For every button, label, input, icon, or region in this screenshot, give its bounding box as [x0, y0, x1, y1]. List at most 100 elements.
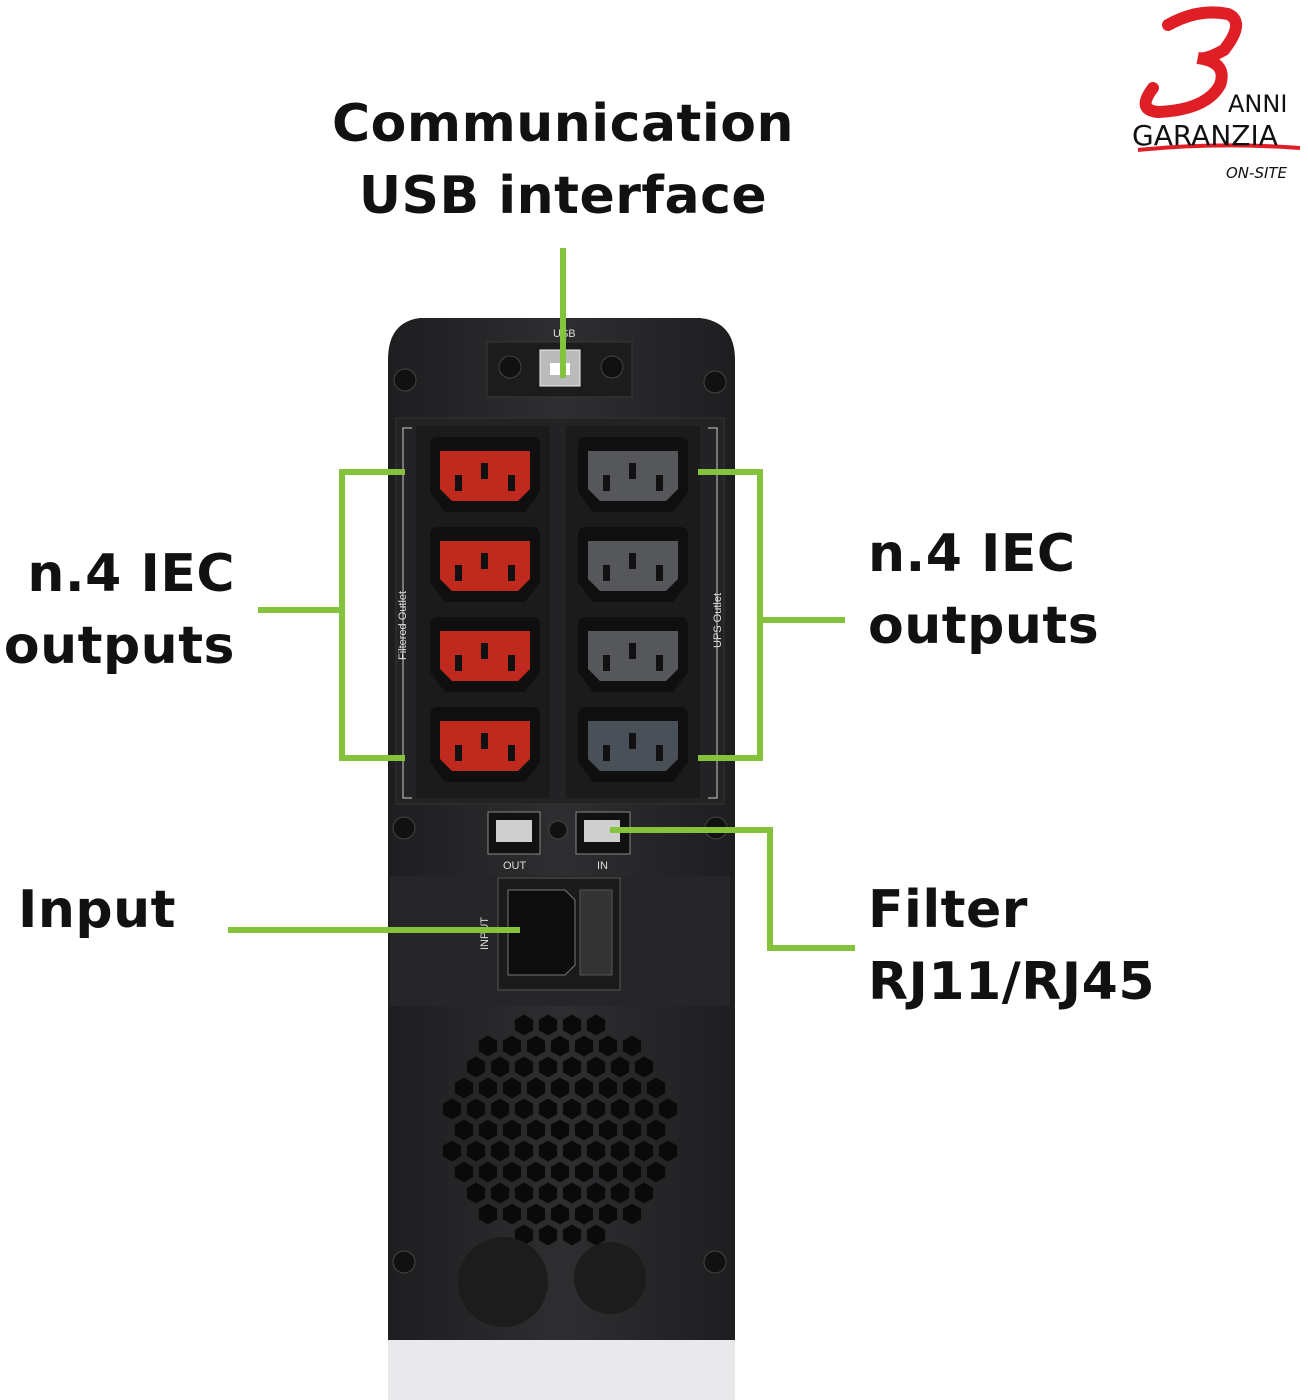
- fan-vent-hole: [526, 1119, 546, 1141]
- logo-garanzia: GARANZIA: [1132, 119, 1278, 152]
- screw-icon: [498, 355, 522, 379]
- fan-vent-hole: [526, 1161, 546, 1183]
- rj-in-label: IN: [597, 860, 608, 872]
- ups-outputs-callout-line2: outputs: [868, 596, 1100, 656]
- fan-vent-hole: [514, 1056, 534, 1078]
- fan-vent-hole: [586, 1182, 606, 1204]
- fan-vent-hole: [550, 1203, 570, 1225]
- ups-iec-outlet[interactable]: [578, 527, 688, 602]
- input-socket[interactable]: [507, 889, 576, 976]
- warranty-logo: ANNI GARANZIA ON-SITE: [1128, 0, 1308, 190]
- fan-vent-hole: [466, 1140, 486, 1162]
- foot: [458, 1237, 548, 1327]
- fan-vent-hole: [622, 1035, 642, 1057]
- filtered-iec-outlet[interactable]: [430, 527, 540, 602]
- fan-vent-hole: [490, 1182, 510, 1204]
- filtered-iec-outlet[interactable]: [430, 707, 540, 782]
- fan-vent-hole: [622, 1119, 642, 1141]
- usb-callout-subtitle: USB interface: [358, 166, 768, 226]
- ups-iec-outlet[interactable]: [578, 707, 688, 782]
- screw-icon: [548, 820, 568, 840]
- fan-vent-hole: [586, 1098, 606, 1120]
- fan-grille: [442, 1014, 678, 1246]
- fan-vent-hole: [610, 1056, 630, 1078]
- fan-vent-hole: [478, 1035, 498, 1057]
- fan-vent-hole: [526, 1203, 546, 1225]
- fan-vent-hole: [538, 1140, 558, 1162]
- input-callout: Input: [18, 880, 176, 940]
- ups-iec-outlet[interactable]: [578, 437, 688, 512]
- fan-vent-hole: [562, 1182, 582, 1204]
- ups-outputs-callout-line1: n.4 IEC: [868, 524, 1076, 584]
- fan-vent-hole: [562, 1056, 582, 1078]
- fan-vent-hole: [550, 1077, 570, 1099]
- ups-iec-outlet[interactable]: [578, 617, 688, 692]
- fan-vent-hole: [574, 1161, 594, 1183]
- fan-vent-hole: [598, 1161, 618, 1183]
- fan-vent-hole: [502, 1077, 522, 1099]
- fan-vent-hole: [562, 1140, 582, 1162]
- fan-vent-hole: [658, 1140, 678, 1162]
- fan-vent-hole: [562, 1224, 582, 1246]
- fan-vent-hole: [574, 1077, 594, 1099]
- fan-vent-hole: [538, 1098, 558, 1120]
- filtered-outlet-label: Filtered Outlet: [397, 591, 409, 660]
- fan-vent-hole: [598, 1077, 618, 1099]
- filter-callout-line: [610, 827, 855, 951]
- fan-vent-hole: [442, 1098, 462, 1120]
- ups-bracket-line: [708, 427, 718, 799]
- fan-vent-hole: [478, 1077, 498, 1099]
- fan-vent-hole: [514, 1098, 534, 1120]
- filter-callout-line1: Filter: [868, 880, 1028, 940]
- rj-out-jack: [496, 820, 532, 842]
- fan-vent-hole: [610, 1140, 630, 1162]
- fan-vent-hole: [634, 1182, 654, 1204]
- rj-in-jack: [584, 820, 620, 842]
- fan-vent-hole: [490, 1140, 510, 1162]
- screw-icon: [393, 368, 417, 392]
- fan-vent-hole: [598, 1203, 618, 1225]
- screw-icon: [600, 355, 624, 379]
- fan-vent-hole: [550, 1119, 570, 1141]
- screw-icon: [392, 1250, 416, 1274]
- fan-vent-hole: [454, 1077, 474, 1099]
- screw-icon: [703, 1250, 727, 1274]
- ups-callout-line: [698, 469, 845, 761]
- fan-vent-hole: [646, 1119, 666, 1141]
- fan-vent-hole: [538, 1182, 558, 1204]
- input-label: INPUT: [479, 917, 491, 950]
- fan-vent-hole: [550, 1035, 570, 1057]
- logo-onsite: ON-SITE: [1226, 164, 1288, 182]
- rj-out-label: OUT: [503, 860, 527, 872]
- fan-vent-hole: [646, 1161, 666, 1183]
- screw-icon: [703, 370, 727, 394]
- fan-vent-hole: [466, 1056, 486, 1078]
- fan-vent-hole: [562, 1014, 582, 1036]
- filtered-iec-outlet[interactable]: [430, 437, 540, 512]
- fan-vent-hole: [586, 1224, 606, 1246]
- fan-vent-hole: [610, 1098, 630, 1120]
- fan-vent-hole: [634, 1056, 654, 1078]
- fan-vent-hole: [622, 1203, 642, 1225]
- fan-vent-hole: [562, 1098, 582, 1120]
- fan-vent-hole: [574, 1119, 594, 1141]
- floor-reflection: [388, 1340, 735, 1400]
- fan-vent-hole: [658, 1098, 678, 1120]
- fan-vent-hole: [574, 1035, 594, 1057]
- fuse-holder: [579, 889, 613, 976]
- fan-vent-hole: [538, 1056, 558, 1078]
- fan-vent-hole: [490, 1056, 510, 1078]
- fan-vent-hole: [502, 1203, 522, 1225]
- fan-vent-hole: [442, 1140, 462, 1162]
- fan-vent-hole: [598, 1035, 618, 1057]
- fan-vent-hole: [478, 1119, 498, 1141]
- fan-vent-hole: [634, 1140, 654, 1162]
- fan-vent-hole: [478, 1161, 498, 1183]
- fan-vent-hole: [634, 1098, 654, 1120]
- fan-vent-hole: [514, 1014, 534, 1036]
- fan-vent-hole: [502, 1161, 522, 1183]
- fan-vent-hole: [526, 1077, 546, 1099]
- fan-vent-hole: [526, 1035, 546, 1057]
- fan-vent-hole: [586, 1140, 606, 1162]
- filtered-iec-outlet[interactable]: [430, 617, 540, 692]
